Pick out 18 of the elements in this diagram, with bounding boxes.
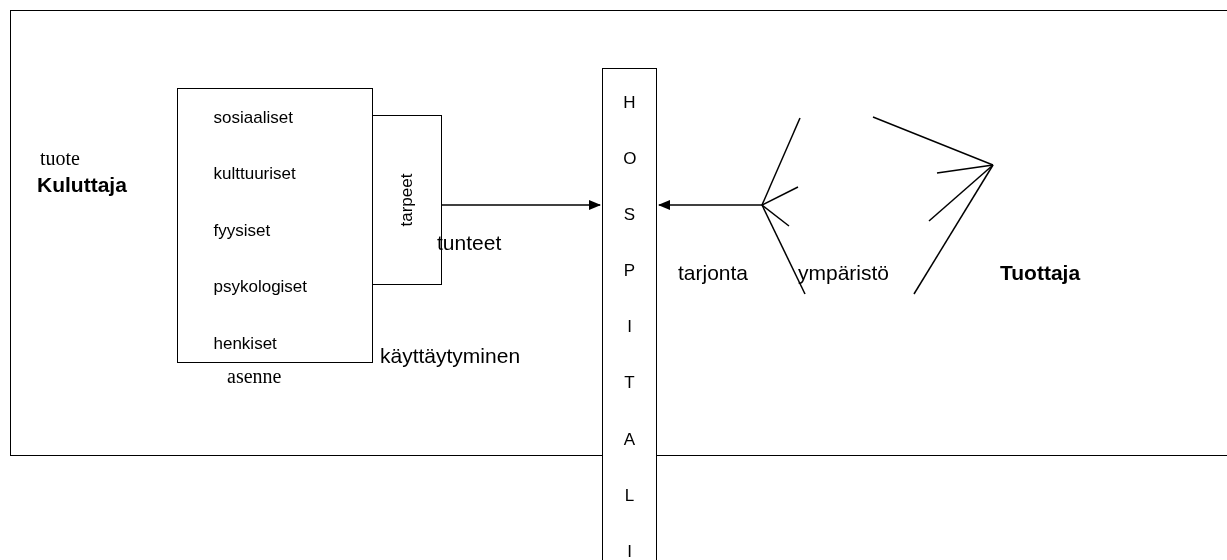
vertical-label: HOSPITALI bbox=[623, 92, 636, 560]
text-label: ympäristö bbox=[798, 262, 890, 283]
arrow bbox=[658, 200, 763, 210]
vertical-column-box bbox=[602, 68, 657, 560]
needs-label: tarpeet bbox=[397, 173, 415, 226]
text-label: käyttäytyminen bbox=[380, 345, 521, 366]
factor-label: psykologiset bbox=[213, 278, 308, 295]
factor-label: henkiset bbox=[213, 334, 277, 352]
arrow bbox=[441, 200, 601, 210]
factor-label: sosiaaliset bbox=[213, 108, 293, 126]
heading-label: Kuluttaja bbox=[37, 174, 127, 195]
factor-label: kulttuuriset bbox=[213, 165, 296, 182]
text-label: tuote bbox=[40, 148, 80, 168]
heading-label: Tuottaja bbox=[1000, 262, 1081, 283]
edge-label: tarjonta bbox=[678, 262, 749, 283]
factor-label: fyysiset bbox=[213, 221, 271, 239]
factor-box bbox=[176, 87, 373, 363]
text-label: asenne bbox=[227, 366, 282, 386]
